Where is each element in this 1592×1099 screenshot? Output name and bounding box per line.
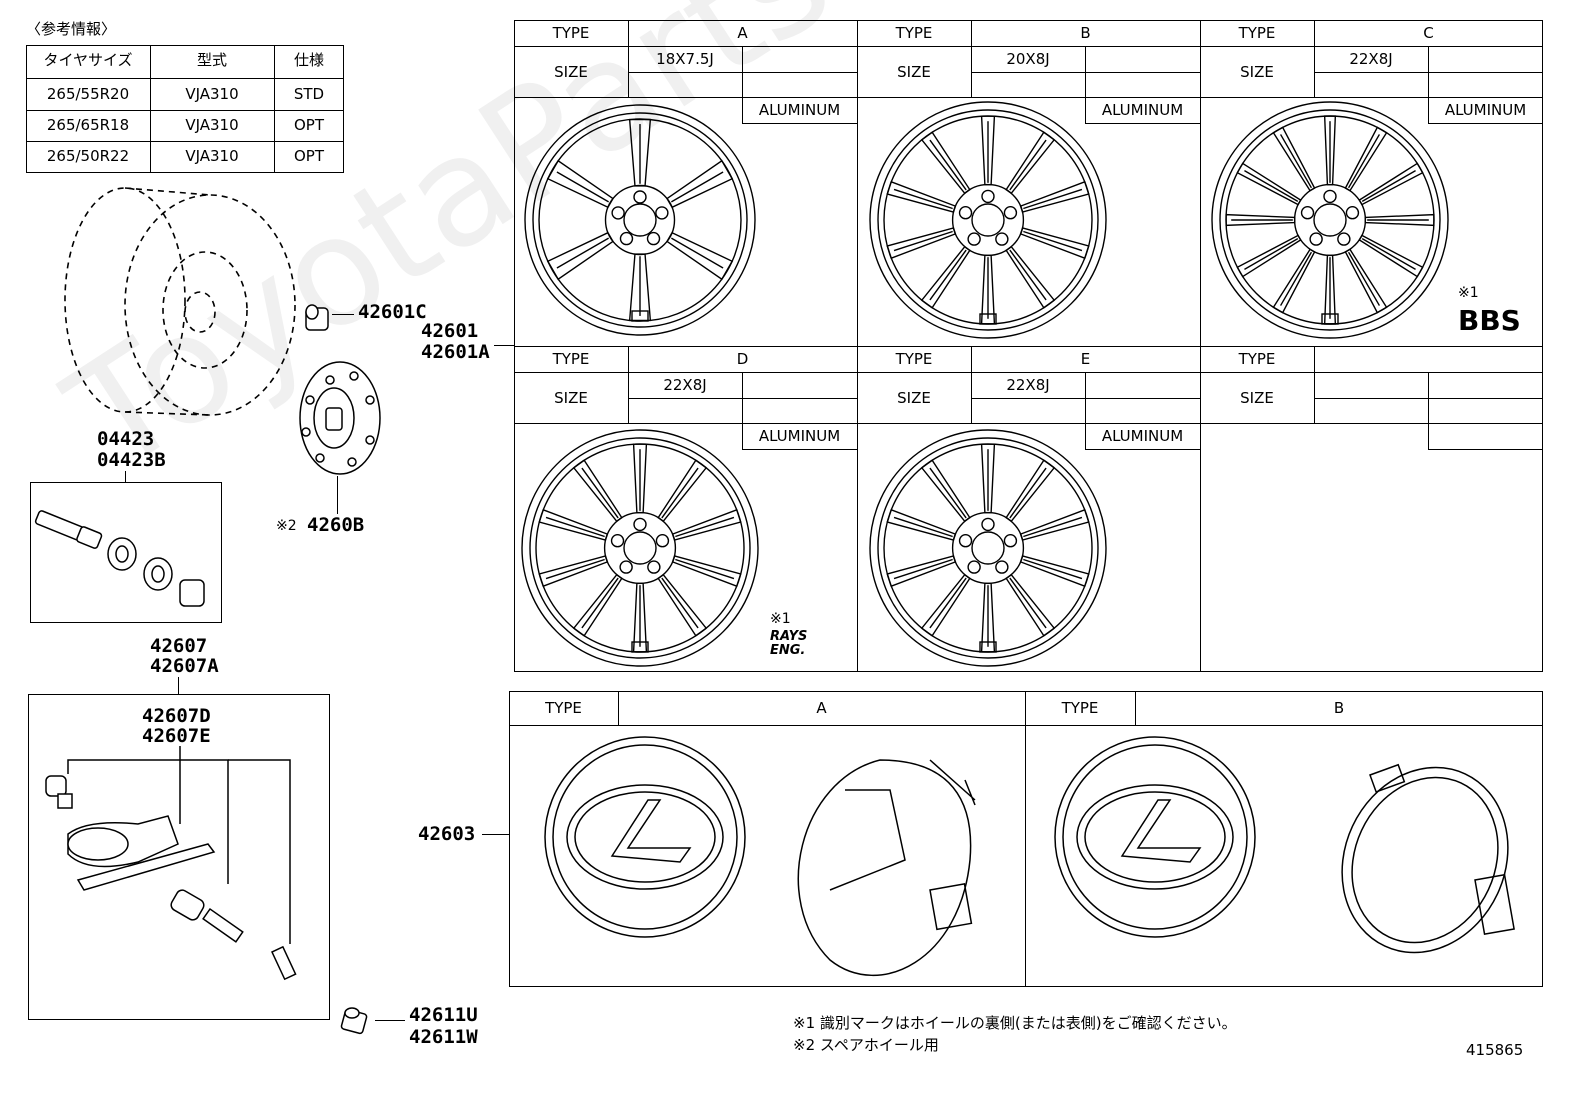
lexus-cap-ring-b-icon [1341,766,1509,954]
part-42601[interactable]: 42601 [421,320,479,342]
valve-kit-box [30,482,222,623]
bbs-logo: BBS [1458,304,1521,337]
size-label: SIZE [1240,63,1274,81]
wheel-type-d: D [736,350,749,368]
spare-hub-cap-icon [299,361,381,475]
lexus-cap-front-b-icon [1054,736,1256,938]
note-2: ※2 スペアホイール用 [793,1036,939,1054]
ref-table-caption: 〈参考情報〉 [26,20,117,38]
wheel-material-e: ALUMINUM [1101,427,1184,445]
part-04423[interactable]: 04423 [97,428,155,450]
ref-cell: VJA310 [185,116,239,134]
wheel-type-c: C [1423,24,1434,42]
size-label: SIZE [897,389,931,407]
size-label: SIZE [897,63,931,81]
size-label: SIZE [1240,389,1274,407]
size-label: SIZE [554,63,588,81]
type-label: TYPE [1061,699,1099,717]
wheel-type-e: E [1080,350,1091,368]
part-42611W[interactable]: 42611W [409,1026,478,1048]
ref-cell: OPT [293,116,324,134]
ref-header-spec: 仕様 [293,51,324,69]
wheel-type-a: A [737,24,748,42]
type-label: TYPE [545,699,582,717]
type-label: TYPE [895,24,933,42]
ref-cell: 265/50R22 [46,147,130,165]
lexus-cap-back-a-icon [797,759,972,977]
ref-cell: OPT [293,147,324,165]
wheel-c-mark-note: ※1 [1458,285,1479,301]
part-42601C[interactable]: 42601C [358,301,427,323]
wheel-size-e: 22X8J [1006,376,1050,394]
rays-logo: RAYS ENG. [770,629,808,658]
wheel-size-b: 20X8J [1006,50,1050,68]
part-4260B[interactable]: 4260B [307,514,365,536]
part-42607E[interactable]: 42607E [142,725,211,747]
part-42607A[interactable]: 42607A [150,655,219,677]
ref-cell: VJA310 [185,85,239,103]
type-label: TYPE [1238,350,1276,368]
part-42607D[interactable]: 42607D [142,705,211,727]
wheel-size-a: 18X7.5J [656,50,714,68]
valve-kit-parts-illustration [34,510,205,607]
note-1: ※1 識別マークはホイールの裏側(または表側)をご確認ください。 [793,1014,1237,1032]
type-label: TYPE [1238,24,1276,42]
ref-cell: STD [293,85,325,103]
ref-header-model: 型式 [196,51,227,69]
wheel-d-mark-note: ※1 [770,611,791,627]
tpms-sensor-box [28,694,330,1020]
ref-cell: 265/55R20 [46,85,130,103]
lexus-cap-front-a-icon [544,736,746,938]
wheel-material-d: ALUMINUM [758,427,841,445]
wheel-material-c: ALUMINUM [1444,101,1527,119]
valve-cap-icon [340,1007,368,1035]
wheel-type-b: B [1080,24,1091,42]
cap-type-a: A [816,699,827,717]
lug-nut-icon [305,304,329,331]
ref-cell: VJA310 [185,147,239,165]
part-42611U[interactable]: 42611U [409,1004,478,1026]
wheel-size-c: 22X8J [1349,50,1393,68]
diagram-id: 415865 [1466,1041,1524,1059]
type-label: TYPE [895,350,933,368]
part-42601A[interactable]: 42601A [421,341,490,363]
part-4260B-note: ※2 [276,518,297,534]
part-42603[interactable]: 42603 [418,823,476,845]
size-label: SIZE [554,389,588,407]
cap-type-b: B [1333,699,1345,717]
part-42607[interactable]: 42607 [150,635,208,657]
tpms-sensor-illustration [45,746,297,981]
type-label: TYPE [552,350,590,368]
ref-header-tire-size: タイヤサイズ [43,51,133,69]
ref-cell: 265/65R18 [46,116,130,134]
wheel-material-a: ALUMINUM [758,101,841,119]
wheel-size-d: 22X8J [663,376,707,394]
type-label: TYPE [552,24,590,42]
part-04423B[interactable]: 04423B [97,449,166,471]
wheel-material-b: ALUMINUM [1101,101,1184,119]
